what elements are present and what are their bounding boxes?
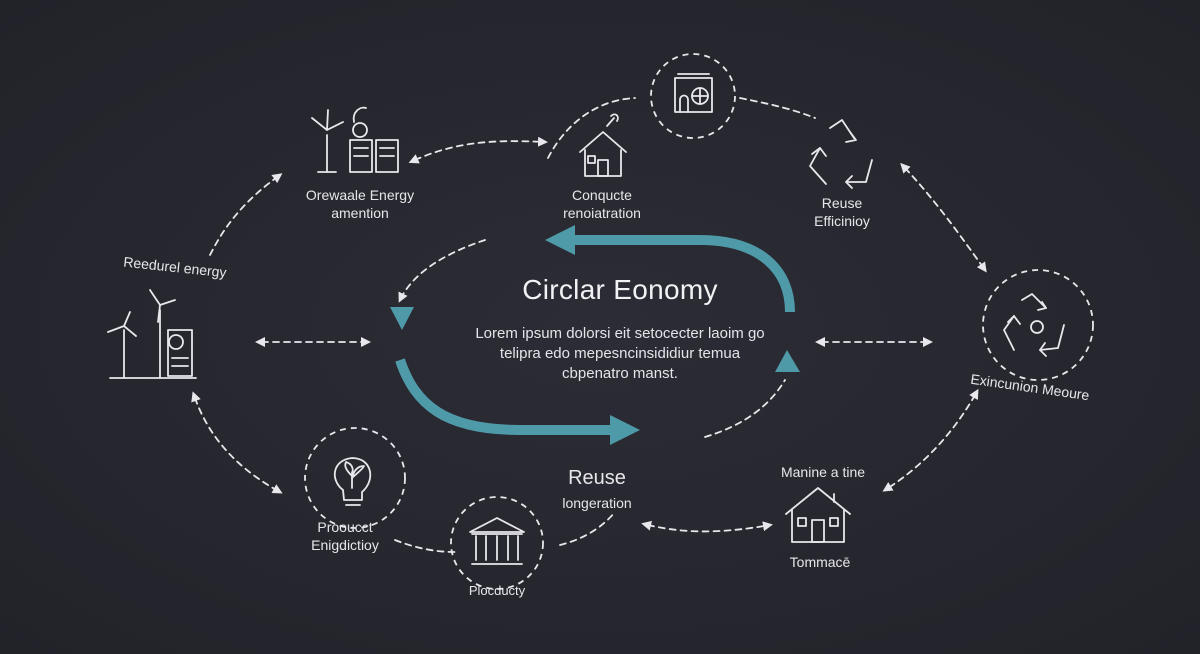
renewable-energy-line1: Orewaale Energy (305, 187, 415, 203)
storage-container-icon (674, 73, 713, 113)
product-efficiency-line2: Enigdictioy (311, 537, 379, 553)
teal-triangle-left (390, 307, 414, 330)
arrow-inner-top-left (398, 239, 486, 303)
tommace-label: Tommacē (789, 554, 851, 570)
recycle-circle-icon (1003, 293, 1065, 357)
wind-turbines-icon (107, 289, 197, 379)
diagram-body: Lorem ipsum dolorsi eit setocecter laoim… (414, 324, 826, 384)
teal-arrowhead-bottom (610, 415, 640, 445)
productivity-label: Plocducty (468, 583, 526, 598)
lightbulb-leaf-icon (333, 457, 372, 506)
bank-building-icon (469, 517, 525, 565)
reuse-efficiency-line1: Reuse (821, 195, 863, 211)
extension-ring (982, 269, 1094, 381)
product-efficiency-line1: Prooucct (317, 519, 373, 535)
teal-arrow-top (570, 235, 795, 313)
body-line-2: telipra edo mepesncinsididiur temua (499, 345, 741, 362)
arrow-reuse-to-maintain (641, 520, 773, 533)
body-line-3: cbpenatro manst. (562, 365, 678, 382)
renewable-energy-label: Orewaale Energy amention (290, 186, 430, 222)
wind-turbine-solar-panel-icon (311, 106, 399, 173)
reuse-efficiency-line2: Efficinioy (814, 213, 870, 229)
teal-arrow-bottom (395, 358, 610, 435)
construction-line1: Conqucte (572, 187, 632, 203)
arrow-left-to-renewable (209, 173, 283, 256)
reuse-efficiency-label: Reuse Efficinioy (786, 194, 898, 230)
teal-arrowhead-top (545, 225, 575, 255)
arrow-construction-to-top (547, 97, 636, 159)
renewable-energy-line2: amention (331, 205, 389, 221)
arrow-left-to-product (191, 391, 283, 494)
body-line-1: Lorem ipsum dolorsi eit setocecter laoim… (475, 325, 765, 342)
reuse-label: Reuse longeration (542, 466, 652, 512)
diagram-title: Circlar Eonomy (522, 274, 718, 305)
teal-triangle-right (775, 350, 800, 372)
arrow-productivity-to-reuse (559, 511, 616, 546)
arrow-renewable-to-construction (408, 136, 548, 164)
house-tools-icon (579, 113, 627, 177)
arrow-inner-bottom-right (704, 379, 786, 438)
construction-label: Conqucte renoiatration (540, 186, 664, 222)
arrow-top-to-reuse (739, 97, 816, 119)
reuse-line1: Reuse (568, 467, 626, 489)
house-icon (785, 487, 851, 543)
product-efficiency-label: Prooucct Enigdictioy (290, 518, 400, 554)
maintain-label: Manine a tine (780, 464, 866, 480)
arrow-product-to-productivity (394, 539, 456, 553)
construction-line2: renoiatration (563, 205, 641, 221)
product-ring (304, 427, 406, 529)
arrow-extension-to-maintain (882, 388, 979, 492)
productivity-ring (450, 496, 544, 590)
reuse-line2: longeration (562, 495, 632, 511)
recycle-icon (809, 119, 873, 189)
arrow-reuse-to-extension (900, 162, 987, 273)
top-center-ring (650, 53, 736, 139)
